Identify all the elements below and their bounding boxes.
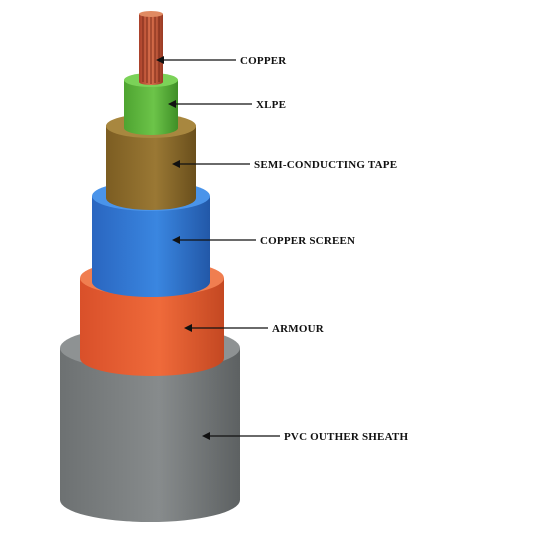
arrow-pvc-outer-sheath [202,432,280,440]
label-xlpe: XLPE [256,99,286,111]
copper-conductor [139,11,163,85]
arrow-armour [184,324,268,332]
label-copper-screen: COPPER SCREEN [260,235,355,247]
arrow-xlpe [168,100,252,108]
xlpe-layer [124,73,178,135]
arrow-semi-conducting-tape [172,160,250,168]
label-semi-conducting-tape: SEMI-CONDUCTING TAPE [254,159,397,171]
pointer-arrows [156,56,280,440]
layer-labels: COPPER XLPE SEMI-CONDUCTING TAPE COPPER … [240,55,408,443]
label-copper: COPPER [240,55,287,67]
arrow-copper-screen [172,236,256,244]
arrow-copper [156,56,236,64]
label-pvc-outer-sheath: PVC OUTHER SHEATH [284,431,408,443]
label-armour: ARMOUR [272,323,325,335]
